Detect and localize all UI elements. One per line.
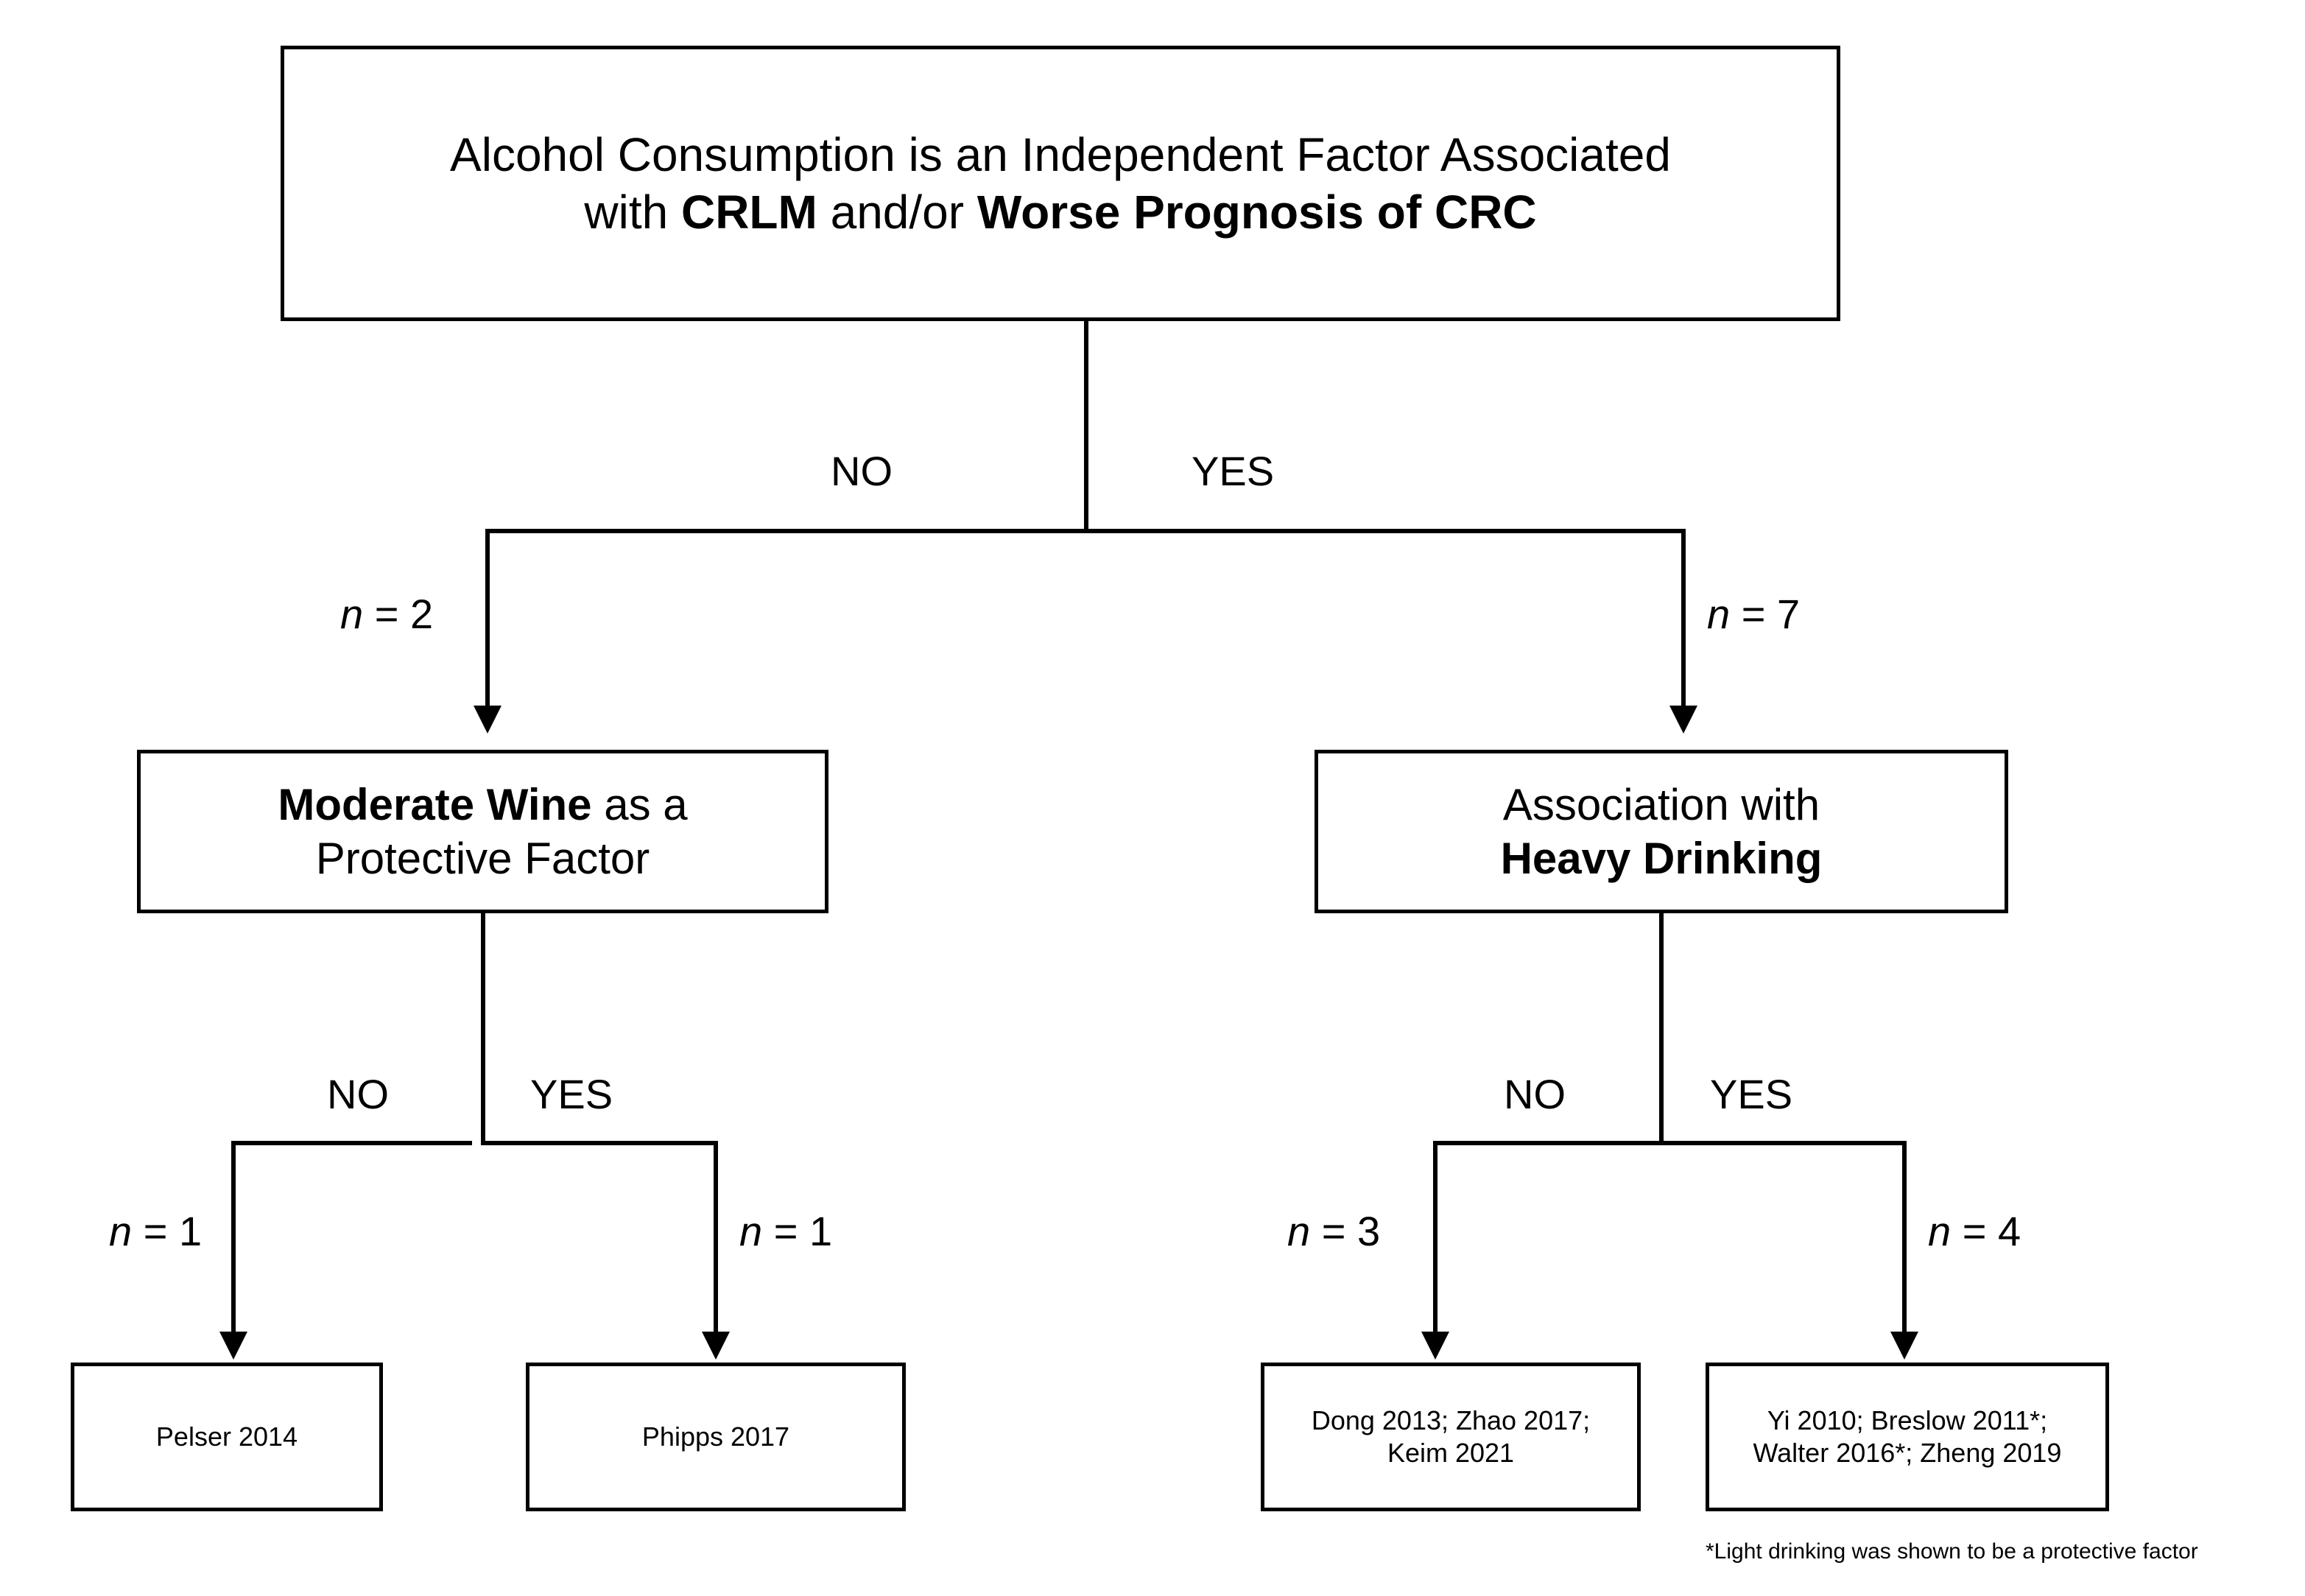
leaf-phipps-text: Phipps 2017 — [641, 1421, 790, 1452]
heavy-no-count-n: n — [1287, 1208, 1311, 1254]
leaf-dong-line-2: Keim 2021 — [1387, 1438, 1515, 1468]
root-line-2-prefix: with — [584, 186, 681, 239]
heavy-split-bar-right — [1659, 1141, 1907, 1145]
heavy-right-drop-line — [1902, 1141, 1907, 1334]
root-line-2-mid: and/or — [817, 186, 977, 239]
heavy-yes-count-value: = 4 — [1951, 1208, 2021, 1254]
root-no-count-n: n — [340, 591, 364, 637]
root-stem-line — [1084, 321, 1088, 531]
wine-rest-label: as a — [591, 779, 688, 829]
wine-bold-label: Moderate Wine — [278, 779, 592, 829]
wine-right-arrowhead — [702, 1332, 730, 1360]
leaf-node-phipps: Phipps 2017 — [526, 1363, 906, 1511]
leaf-dong-line-1: Dong 2013; Zhao 2017; — [1311, 1405, 1591, 1436]
root-line-2-bold-prognosis: Worse Prognosis of CRC — [976, 186, 1537, 239]
heavy-branch-yes-count: n = 4 — [1928, 1211, 2021, 1252]
wine-left-arrowhead — [219, 1332, 247, 1360]
leaf-yi-line-2: Walter 2016*; Zheng 2019 — [1753, 1438, 2062, 1468]
wine-split-bar-right — [481, 1141, 718, 1145]
root-line-2-bold-crlm: CRLM — [680, 186, 817, 239]
wine-no-count-n: n — [109, 1208, 133, 1254]
heavy-branch-yes-label: YES — [1710, 1071, 1793, 1117]
footnote-text: *Light drinking was shown to be a protec… — [1706, 1539, 2198, 1564]
moderate-wine-node: Moderate Wine as a Protective Factor — [137, 750, 828, 913]
wine-no-count-value: = 1 — [132, 1208, 203, 1254]
root-left-drop-line — [485, 529, 490, 707]
root-left-arrowhead — [474, 706, 502, 734]
root-split-bar — [485, 529, 1686, 533]
wine-split-bar — [233, 1141, 472, 1145]
root-yes-count-n: n — [1707, 591, 1731, 637]
leaf-yi-text: Yi 2010; Breslow 2011*; Walter 2016*; Zh… — [1743, 1405, 2072, 1469]
leaf-yi-line-1: Yi 2010; Breslow 2011*; — [1767, 1405, 2048, 1436]
heavy-yes-count-n: n — [1928, 1208, 1952, 1254]
heavy-left-arrowhead — [1421, 1332, 1449, 1360]
heavy-bold-label: Heavy Drinking — [1500, 834, 1823, 883]
heavy-split-bar — [1435, 1141, 1664, 1145]
wine-branch-no-count: n = 1 — [109, 1211, 202, 1252]
wine-line-2: Protective Factor — [315, 834, 650, 883]
root-node-text: Alcohol Consumption is an Independent Fa… — [440, 126, 1681, 241]
heavy-left-drop-line — [1433, 1141, 1437, 1334]
wine-left-drop-line — [231, 1141, 236, 1334]
heavy-no-count-value: = 3 — [1310, 1208, 1381, 1254]
heavy-branch-no-count: n = 3 — [1287, 1211, 1380, 1252]
root-no-count-value: = 2 — [363, 591, 434, 637]
root-right-arrowhead — [1669, 706, 1697, 734]
leaf-dong-text: Dong 2013; Zhao 2017; Keim 2021 — [1301, 1405, 1600, 1469]
root-node: Alcohol Consumption is an Independent Fa… — [281, 46, 1840, 321]
heavy-line-1: Association with — [1502, 779, 1820, 829]
moderate-wine-node-text: Moderate Wine as a Protective Factor — [267, 778, 697, 885]
root-branch-no-count: n = 2 — [340, 594, 433, 635]
heavy-drinking-node: Association with Heavy Drinking — [1315, 750, 2008, 913]
heavy-stem-line — [1659, 913, 1664, 1143]
wine-yes-count-value: = 1 — [762, 1208, 833, 1254]
root-branch-yes-label: YES — [1192, 448, 1275, 494]
leaf-pelser-text: Pelser 2014 — [155, 1421, 298, 1452]
leaf-node-dong-zhao-keim: Dong 2013; Zhao 2017; Keim 2021 — [1261, 1363, 1641, 1511]
leaf-node-yi-breslow-walter-zheng: Yi 2010; Breslow 2011*; Walter 2016*; Zh… — [1706, 1363, 2109, 1511]
wine-branch-yes-label: YES — [530, 1071, 613, 1117]
root-branch-yes-count: n = 7 — [1707, 594, 1800, 635]
wine-branch-no-label: NO — [327, 1071, 389, 1117]
root-right-drop-line — [1681, 529, 1686, 707]
wine-stem-line — [481, 913, 485, 1143]
wine-yes-count-n: n — [739, 1208, 763, 1254]
heavy-drinking-node-text: Association with Heavy Drinking — [1491, 778, 1833, 885]
wine-branch-yes-count: n = 1 — [739, 1211, 832, 1252]
heavy-branch-no-label: NO — [1504, 1071, 1566, 1117]
heavy-right-arrowhead — [1890, 1332, 1918, 1360]
leaf-node-pelser: Pelser 2014 — [71, 1363, 383, 1511]
wine-right-drop-line — [714, 1141, 718, 1334]
root-line-1: Alcohol Consumption is an Independent Fa… — [450, 127, 1671, 181]
root-branch-no-label: NO — [831, 448, 893, 494]
root-yes-count-value: = 7 — [1730, 591, 1801, 637]
